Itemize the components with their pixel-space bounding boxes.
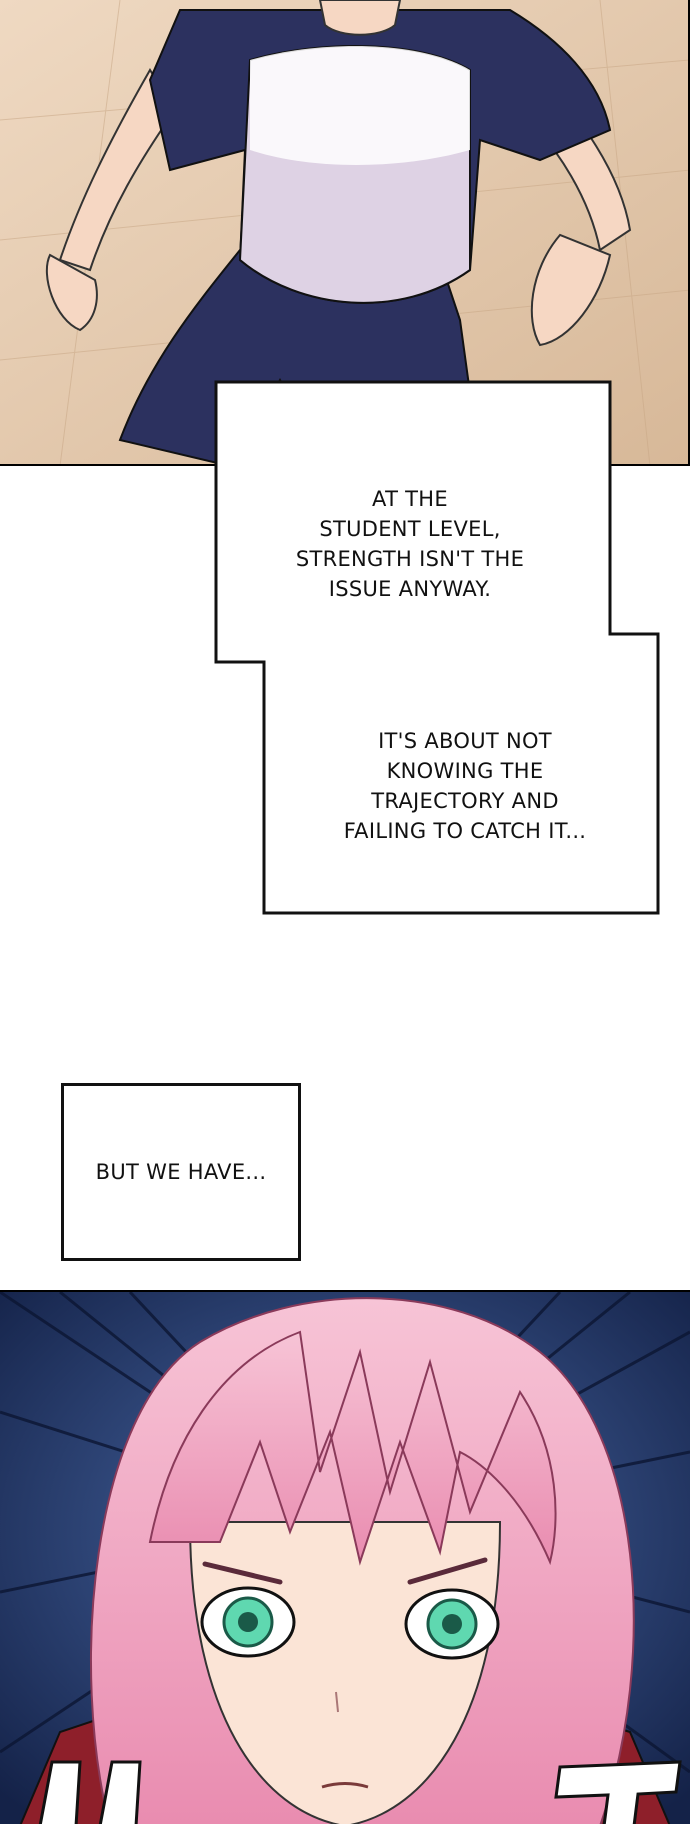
caption-box-1-text: AT THE STUDENT LEVEL, STRENGTH ISN'T THE… [295,487,525,601]
caption-box-2-text: IT'S ABOUT NOT KNOWING THE TRAJECTORY AN… [343,729,587,843]
pink-haired-girl-art [0,1292,690,1824]
caption-boxes-outline [214,380,660,915]
caption-box-3: BUT WE HAVE... [61,1083,301,1261]
caption-box-3-text: BUT WE HAVE... [95,1160,267,1184]
bottom-panel-illustration [0,1290,690,1824]
